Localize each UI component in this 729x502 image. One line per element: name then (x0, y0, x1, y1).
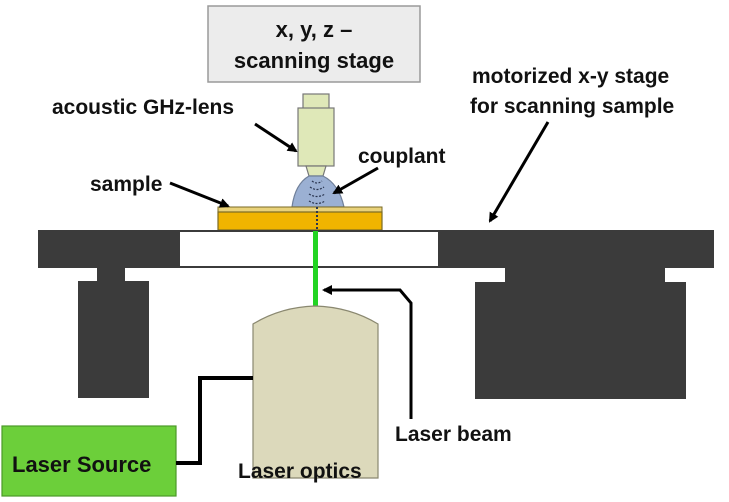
arrow-motorized-stage (488, 121, 550, 223)
laser-source-connector (176, 376, 253, 465)
acoustic-lens (297, 93, 335, 177)
motorized-stage-label-line1: motorized x-y stage (472, 65, 669, 88)
laser-beam-label: Laser beam (395, 423, 512, 446)
scanning-stage-box (207, 5, 421, 83)
laser-beam (313, 231, 318, 308)
sample (217, 211, 383, 231)
arrow-couplant (332, 166, 379, 195)
motorized-stage-label-line2: for scanning sample (470, 95, 674, 118)
lens-label: acoustic GHz-lens (52, 96, 234, 119)
stage-left-motor (78, 281, 149, 398)
scanning-stage-label-line2: scanning stage (234, 48, 394, 73)
acoustic-wavefronts (308, 180, 326, 205)
arrow-laser-beam (322, 285, 413, 419)
stage-right-motor (475, 282, 686, 399)
stage-left-connector (97, 268, 125, 282)
sample-label: sample (90, 173, 162, 196)
laser-source-box (1, 425, 177, 497)
couplant-label: couplant (358, 145, 446, 168)
stage-opening (180, 232, 438, 266)
stage-right-connector (505, 268, 665, 283)
scanning-stage-label-line1: x, y, z – (276, 17, 353, 42)
laser-source-label: Laser Source (12, 452, 151, 477)
arrow-sample (169, 181, 230, 208)
laser-optics (252, 305, 379, 479)
sample-top-layer (217, 206, 383, 213)
arrow-lens (254, 122, 298, 153)
laser-optics-label: Laser optics (238, 460, 362, 483)
